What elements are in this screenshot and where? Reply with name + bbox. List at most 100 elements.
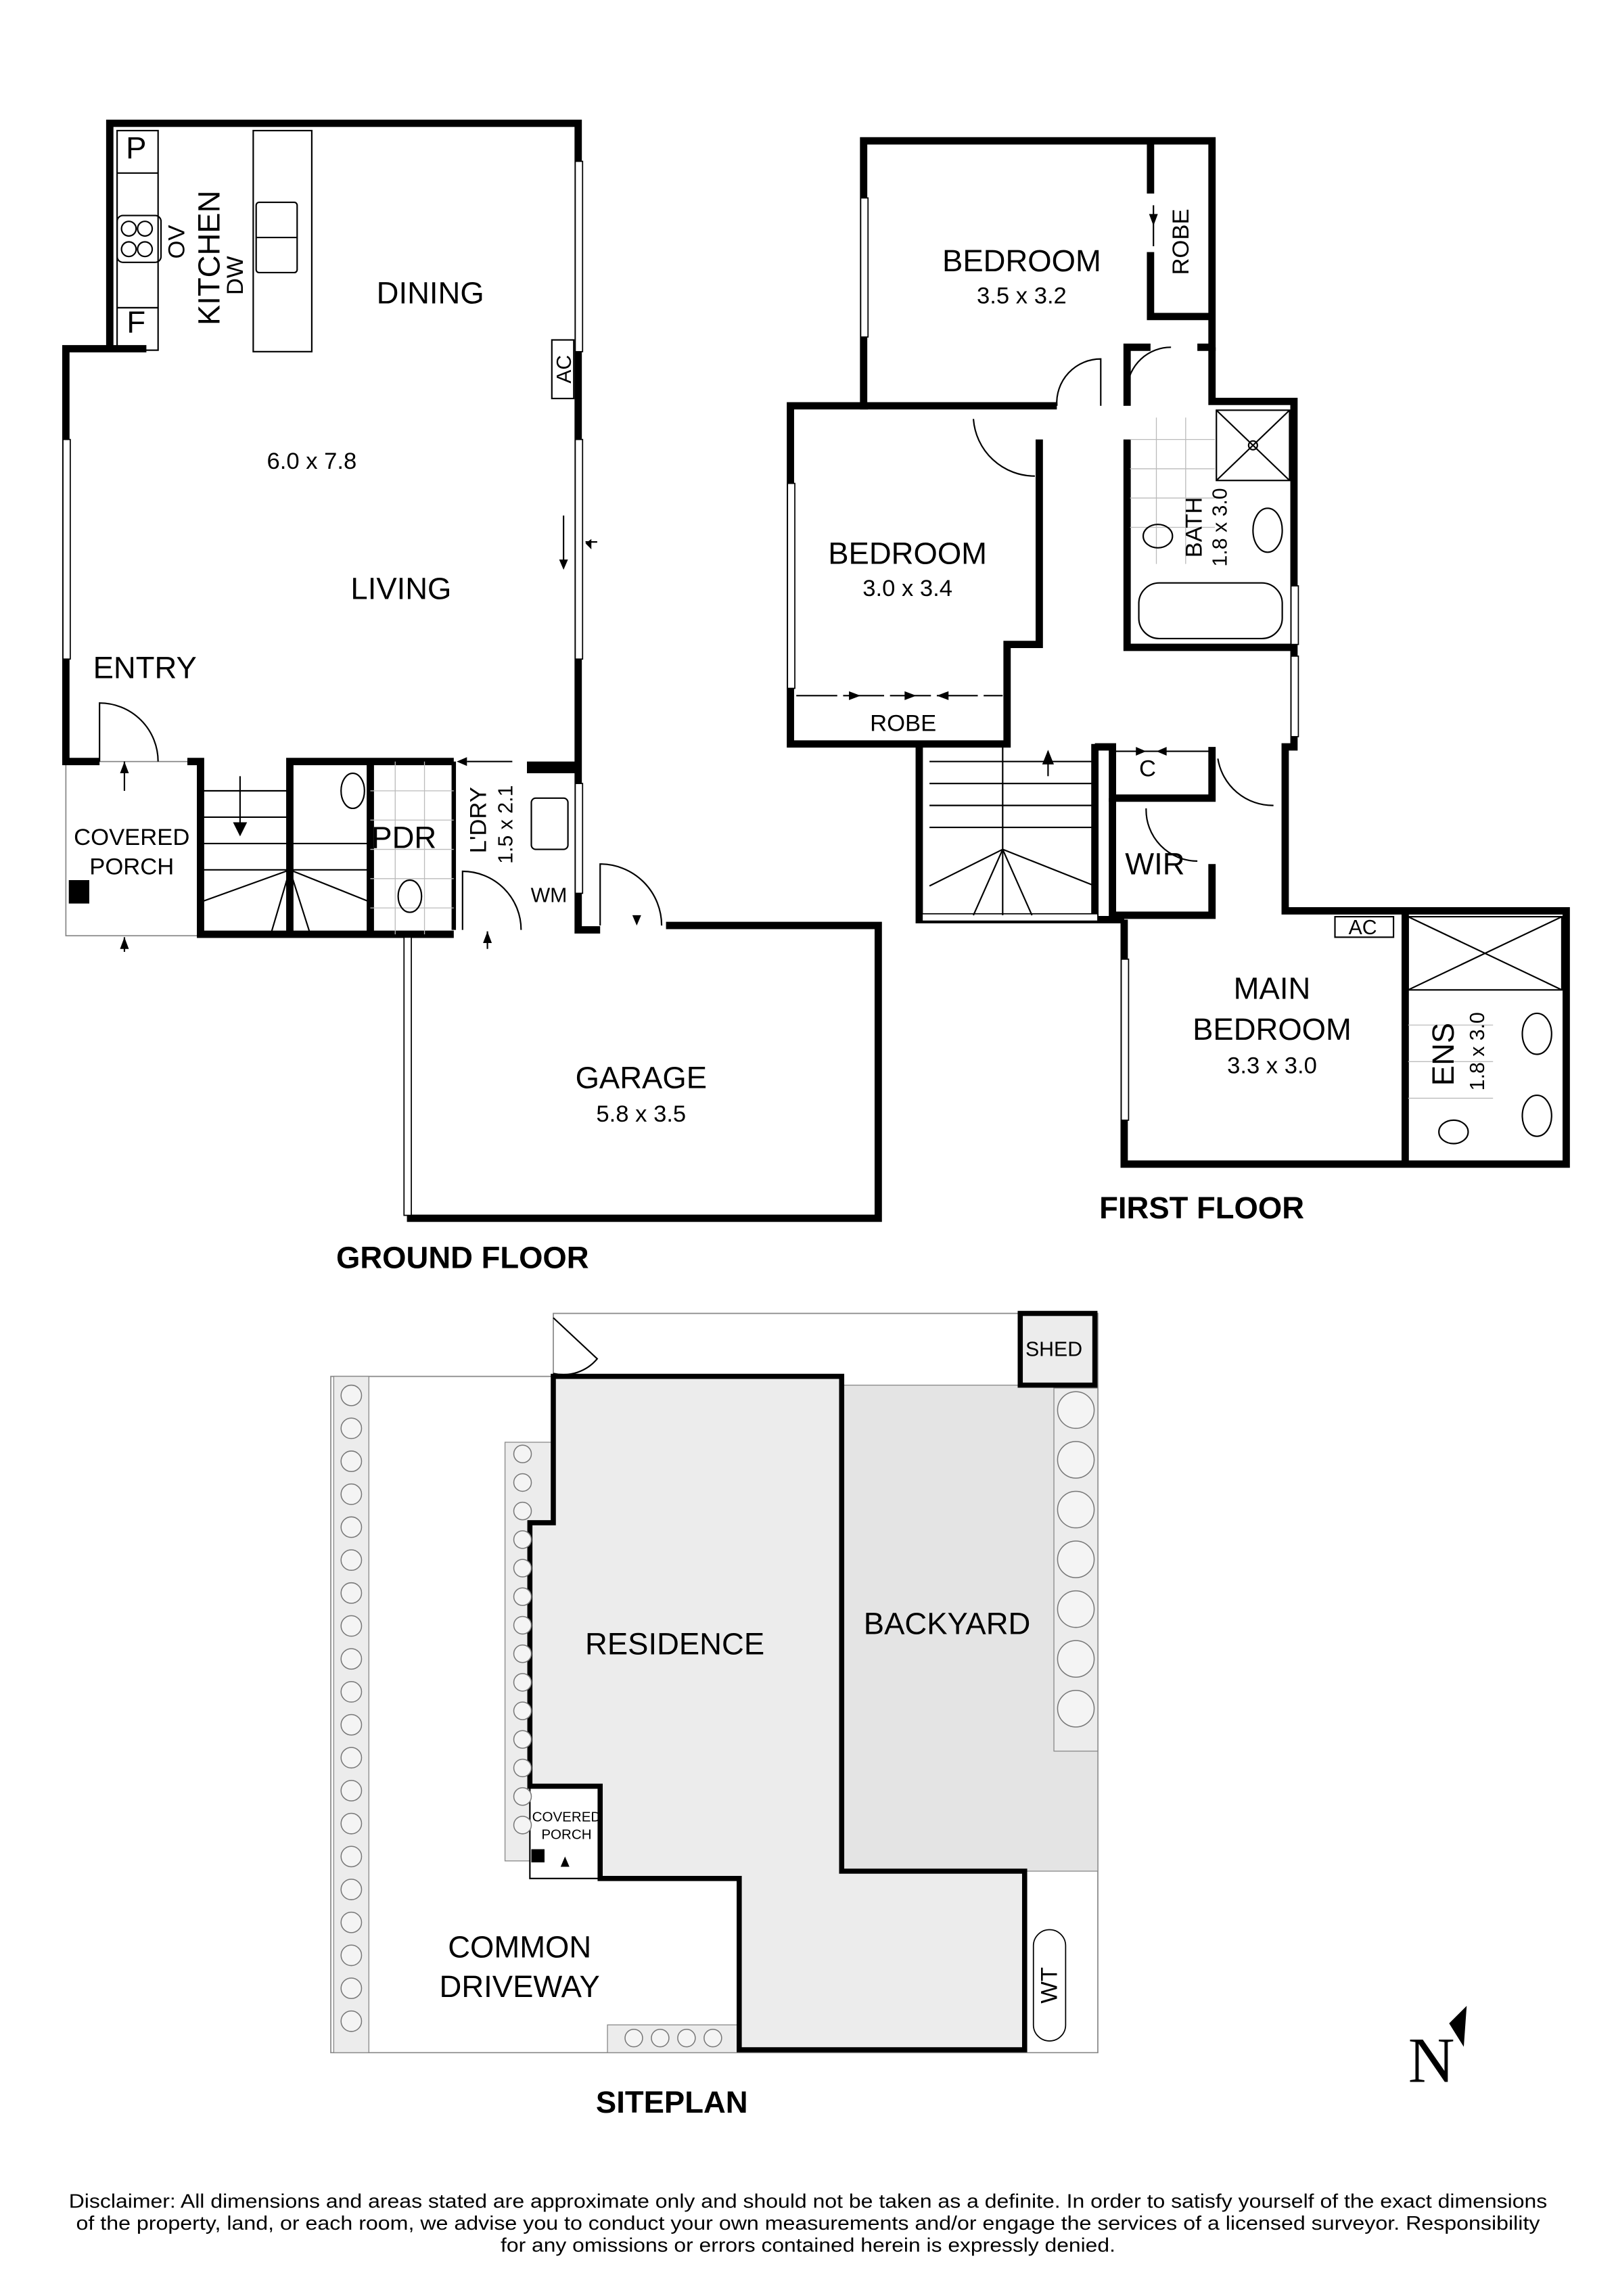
sliding-door[interactable] [574,438,584,660]
shower-icon [1216,409,1291,482]
bathtub-icon [1138,582,1283,640]
main-bedroom-door[interactable] [1217,758,1274,806]
bath-door[interactable] [1126,346,1172,388]
toilet-icon [397,879,423,913]
water-tank-label: WT [1036,1967,1062,2004]
bedroom2-label: BEDROOM [828,536,987,571]
shed [1017,1310,1098,1388]
ac-unit [1334,916,1395,938]
tree-icon [1057,1640,1095,1678]
first-stairs [929,747,1096,916]
tree-icon [340,1615,363,1637]
ground-floor-title: GROUND FLOOR [336,1240,589,1275]
bath-tiles [1130,417,1216,564]
tree-icon [340,1977,363,2000]
tree-icon [513,1673,532,1692]
ensuite-label: ENS [1426,1023,1460,1086]
window [860,197,869,338]
basin-icon [1252,507,1283,553]
tree-icon [1057,1441,1095,1479]
window [921,913,1099,922]
pdr-tiles [370,761,454,935]
living-dims: 6.0 x 7.8 [267,449,357,474]
bedroom2-wall [787,402,1057,748]
first-outer-wall [1120,347,1570,1168]
tree-icon [340,1417,363,1440]
wm-label: WM [531,884,568,906]
garage-label: GARAGE [576,1060,707,1095]
tree-icon [340,1944,363,1967]
entry-door[interactable] [99,702,159,762]
tree-icon [340,1812,363,1835]
gate-icon[interactable] [553,1317,599,1376]
tree-icon [340,1714,363,1736]
tree-icon [340,1384,363,1406]
bedroom2-dims: 3.0 x 3.4 [862,576,952,601]
backyard-label: BACKYARD [864,1606,1031,1640]
window [1290,656,1299,737]
tree-icon [513,1787,532,1806]
compass-label: N [1408,2025,1455,2096]
tree-icon [340,1648,363,1670]
window [787,482,795,689]
laundry-label: L'DRY [465,787,491,853]
tree-icon [340,1911,363,1933]
ground-wall-outer [106,119,601,934]
shed-label: SHED [1025,1338,1082,1360]
siteplan-title: SITEPLAN [596,2085,748,2119]
tree-icon [513,1473,532,1492]
basin-icon [1521,1012,1552,1055]
water-tank [1032,1929,1067,2042]
bedroom2-door[interactable] [972,419,1035,477]
window [574,160,584,352]
pantry-label: P [126,131,146,165]
tree-icon [513,1530,532,1549]
tree-icon [340,1516,363,1538]
garage-door[interactable] [403,936,412,1216]
ground-stairs [200,776,371,935]
garage-door-internal[interactable] [599,863,663,926]
bath-dims: 1.8 x 3.0 [1209,488,1231,566]
bath-label: BATH [1182,497,1207,558]
tree-icon [513,1587,532,1606]
garage-dims: 5.8 x 3.5 [596,1101,686,1127]
tree-icon [513,1501,532,1521]
robe1-label: ROBE [1168,208,1194,275]
ensuite-dims: 1.8 x 3.0 [1467,1012,1489,1090]
tree-icon [624,2028,643,2048]
entry-label: ENTRY [93,650,197,685]
tree-icon [340,1747,363,1769]
site-porch-label-2: PORCH [541,1827,591,1842]
basin-icon [340,772,365,810]
ensuite-shower-icon [1407,916,1563,991]
tree-icon [513,1758,532,1778]
wall-block [527,761,578,774]
ground-wall-lower [187,758,454,938]
tree-icon [1057,1689,1095,1728]
laundry-door[interactable] [461,870,522,930]
pdr-label: PDR [371,820,436,854]
disclaimer-line-2: of the property, land, or each room, we … [76,2213,1541,2234]
kitchen-island [252,129,313,352]
oven-label: OV [164,225,190,259]
disclaimer: Disclaimer: All dimensions and areas sta… [69,2191,1548,2257]
wir-door[interactable] [1145,808,1198,862]
window [62,438,71,660]
tree-icon [1057,1540,1095,1578]
toilet-icon [1438,1119,1469,1145]
tree-icon [340,2010,363,2032]
robe-sliding-doors [796,205,1212,777]
ground-wall-left [62,345,147,766]
tree-icon [1057,1590,1095,1628]
bedroom1-door[interactable] [1056,358,1102,406]
tree-icon [340,1483,363,1505]
siteplan: SHED RESIDENCE BACKYARD COVERED PORCH CO… [330,1310,1099,2119]
tree-icon [513,1615,532,1635]
dining-label: DINING [377,275,484,310]
main-bedroom-dims: 3.3 x 3.0 [1227,1053,1317,1079]
disclaimer-line-1: Disclaimer: All dimensions and areas sta… [69,2191,1548,2213]
tree-icon [340,1582,363,1604]
bedroom1-dims: 3.5 x 3.2 [977,283,1067,308]
tree-icon [1057,1490,1095,1529]
